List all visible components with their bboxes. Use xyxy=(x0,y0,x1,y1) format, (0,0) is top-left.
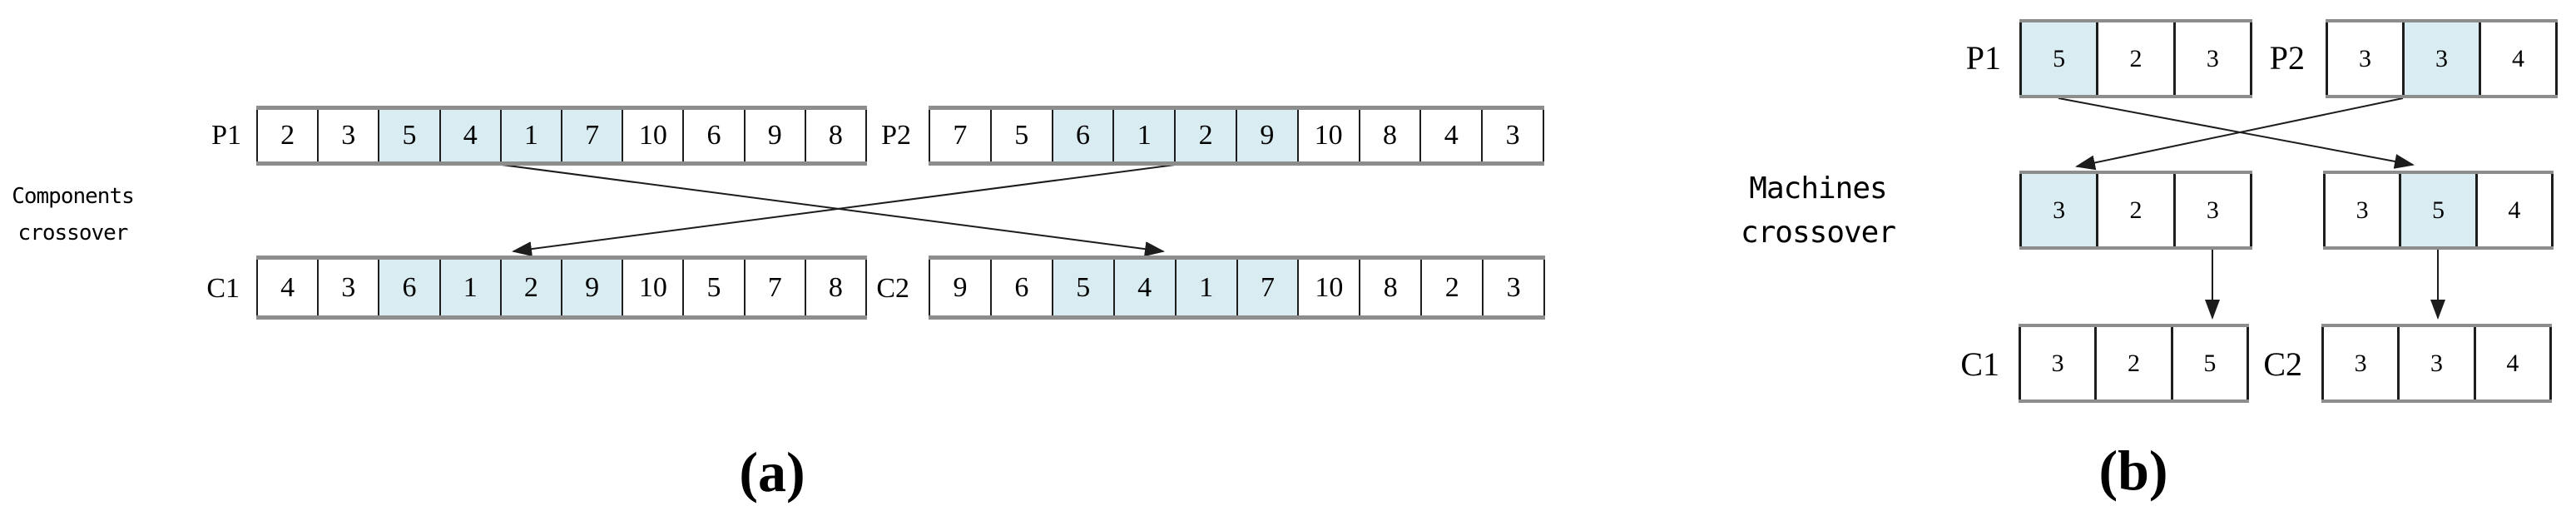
gene-cell: 7 xyxy=(743,260,805,315)
row-label-a-p2: P2 xyxy=(881,120,911,151)
gene-cell: 6 xyxy=(682,110,744,161)
row-label-b-c1: C1 xyxy=(1960,345,1999,383)
panel-b-side-label: Machines crossover xyxy=(1722,166,1914,255)
gene-cell: 3 xyxy=(2019,327,2095,399)
gene-cell: 4 xyxy=(1419,110,1482,161)
row-label-a-c2: C2 xyxy=(876,273,909,304)
caption-b: (b) xyxy=(2098,439,2168,502)
row-label-b-p2: P2 xyxy=(2269,39,2305,77)
row-label-b-c2: C2 xyxy=(2263,345,2302,383)
gene-cell: 6 xyxy=(1051,110,1113,161)
gene-cell: 3 xyxy=(2172,22,2252,95)
gene-cell: 8 xyxy=(1359,260,1421,315)
row-label-b-p1: P1 xyxy=(1965,39,2001,77)
gene-cell: 3 xyxy=(317,260,379,315)
panel-b-side-label-line2: crossover xyxy=(1740,216,1896,250)
gene-cell: 2 xyxy=(2096,22,2173,95)
row-label-a-p1: P1 xyxy=(211,120,241,151)
gene-cell: 3 xyxy=(1482,260,1546,315)
caption-a: (a) xyxy=(739,440,805,504)
gene-cell: 5 xyxy=(682,260,744,315)
gene-cell: 10 xyxy=(1296,110,1359,161)
gene-cell: 4 xyxy=(256,260,318,315)
gene-cell: 4 xyxy=(1112,260,1175,315)
gene-cell: 3 xyxy=(2326,22,2402,95)
gene-cell: 4 xyxy=(2479,22,2558,95)
gene-cell: 5 xyxy=(989,110,1052,161)
gene-cell: 2 xyxy=(499,260,562,315)
gene-cell: 8 xyxy=(804,110,868,161)
gene-cell: 2 xyxy=(1174,110,1236,161)
gene-cell: 5 xyxy=(2170,327,2249,399)
gene-cell: 8 xyxy=(1358,110,1420,161)
gene-cell: 7 xyxy=(929,110,990,161)
gene-cell: 7 xyxy=(1236,260,1298,315)
gene-cell: 5 xyxy=(2019,22,2097,95)
gene-cell: 3 xyxy=(2397,327,2474,399)
arrow-b-p2-to-mid-left xyxy=(2075,97,2404,171)
gene-cell: 3 xyxy=(2019,174,2097,246)
gene-cell: 1 xyxy=(1112,110,1175,161)
gene-cell: 10 xyxy=(622,260,683,315)
panel-b-side-label-line1: Machines xyxy=(1749,171,1887,206)
panel-a-side-label-line2: crossover xyxy=(17,221,129,246)
arrow-p2-to-c1 xyxy=(512,164,1176,257)
gene-cell: 3 xyxy=(1481,110,1544,161)
gene-cell: 3 xyxy=(2323,174,2400,246)
gene-cell: 7 xyxy=(561,110,622,161)
gene-cell: 1 xyxy=(438,260,500,315)
gene-cell: 9 xyxy=(929,260,990,315)
gene-cell: 4 xyxy=(2473,327,2552,399)
gene-cell: 3 xyxy=(2402,22,2479,95)
gene-cell: 4 xyxy=(438,110,500,161)
gene-cell: 3 xyxy=(2172,174,2252,246)
gene-cell: 3 xyxy=(317,110,379,161)
gene-cell: 2 xyxy=(256,110,318,161)
gene-cell: 1 xyxy=(1174,260,1236,315)
gene-cell: 9 xyxy=(743,110,805,161)
arrow-p1-to-c2 xyxy=(501,164,1165,257)
row-label-a-c1: C1 xyxy=(206,273,240,304)
gene-cell: 3 xyxy=(2321,327,2398,399)
arrow-b-p1-to-mid-right xyxy=(2058,97,2415,169)
gene-cell: 9 xyxy=(1235,110,1297,161)
panel-a-side-label-line1: Components xyxy=(12,184,135,209)
gene-cell: 10 xyxy=(1297,260,1360,315)
gene-cell: 5 xyxy=(378,110,439,161)
gene-cell: 5 xyxy=(1051,260,1113,315)
gene-cell: 6 xyxy=(989,260,1052,315)
gene-cell: 1 xyxy=(499,110,562,161)
gene-cell: 2 xyxy=(2096,174,2173,246)
gene-cell: 8 xyxy=(804,260,868,315)
gene-cell: 4 xyxy=(2474,174,2554,246)
panel-a-side-label: Components crossover xyxy=(0,178,146,251)
gene-cell: 2 xyxy=(1420,260,1483,315)
gene-cell: 2 xyxy=(2094,327,2171,399)
gene-cell: 5 xyxy=(2399,174,2475,246)
gene-cell: 9 xyxy=(561,260,622,315)
gene-cell: 10 xyxy=(622,110,683,161)
gene-cell: 6 xyxy=(378,260,439,315)
